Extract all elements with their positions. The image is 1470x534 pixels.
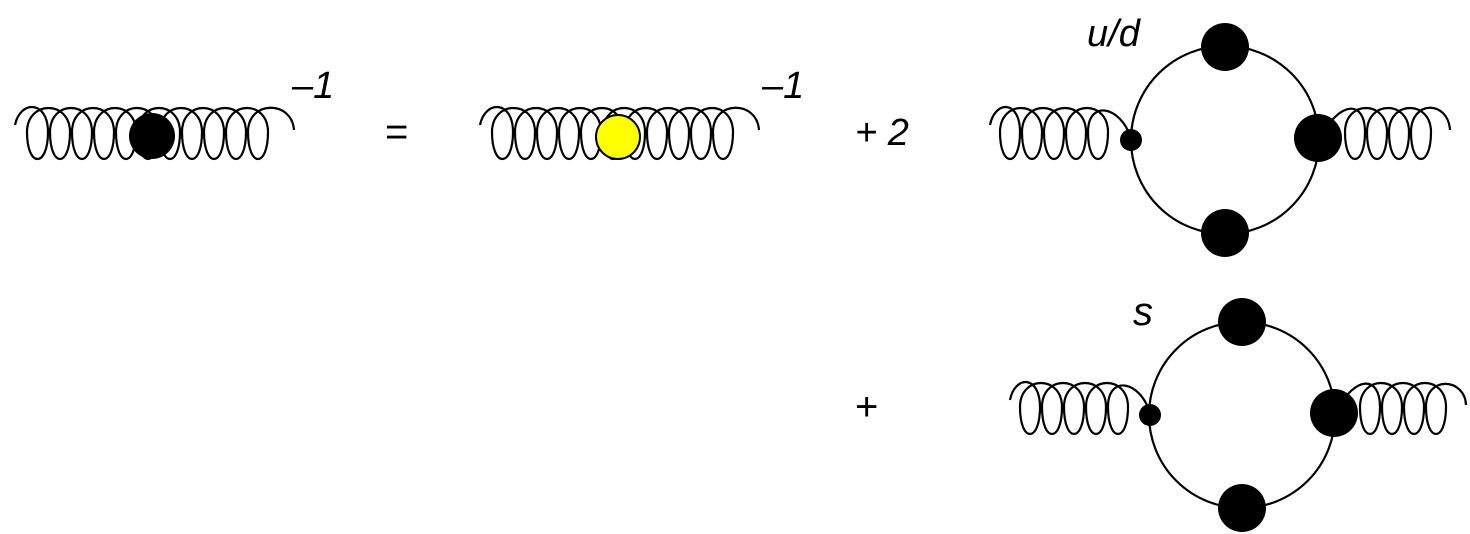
strange-quark-loop: [1147, 320, 1337, 510]
bare-propagator-blob: [595, 114, 641, 160]
strange-loop-gluon-right: [1335, 382, 1468, 436]
light-loop-dressed-vertex: [1294, 114, 1342, 162]
light-loop-gluon-left: [988, 106, 1133, 161]
rhs-inverse-exponent: –1: [761, 65, 804, 107]
lhs-dressed-propagator-blob: [129, 113, 175, 159]
light-quark-loop: [1129, 44, 1321, 236]
light-quark-loop-diagram: [988, 23, 1452, 257]
strange-quark-label: s: [1133, 290, 1153, 334]
strange-quark-loop-diagram: [1008, 298, 1468, 532]
lhs-gluon-line: [13, 106, 296, 161]
lhs-inverse-exponent: –1: [291, 65, 334, 107]
light-loop-gluon-right: [1319, 106, 1452, 161]
light-quark-label: u/d: [1087, 13, 1142, 55]
plus-label: +: [855, 385, 878, 429]
strange-loop-dressed-vertex: [1310, 389, 1358, 437]
plus-two-label: + 2: [855, 112, 909, 154]
rhs-bare-gluon-propagator: [478, 106, 761, 161]
strange-loop-bare-vertex: [1139, 404, 1161, 426]
strange-loop-gluon-left: [1008, 381, 1152, 436]
strange-loop-bottom-propagator: [1218, 484, 1266, 532]
strange-loop-top-propagator: [1218, 298, 1266, 346]
light-loop-top-propagator: [1201, 23, 1249, 71]
light-loop-bare-vertex: [1120, 129, 1142, 151]
equals-sign: =: [385, 110, 408, 154]
lhs-dressed-gluon-propagator: [13, 106, 296, 161]
light-loop-bottom-propagator: [1201, 209, 1249, 257]
